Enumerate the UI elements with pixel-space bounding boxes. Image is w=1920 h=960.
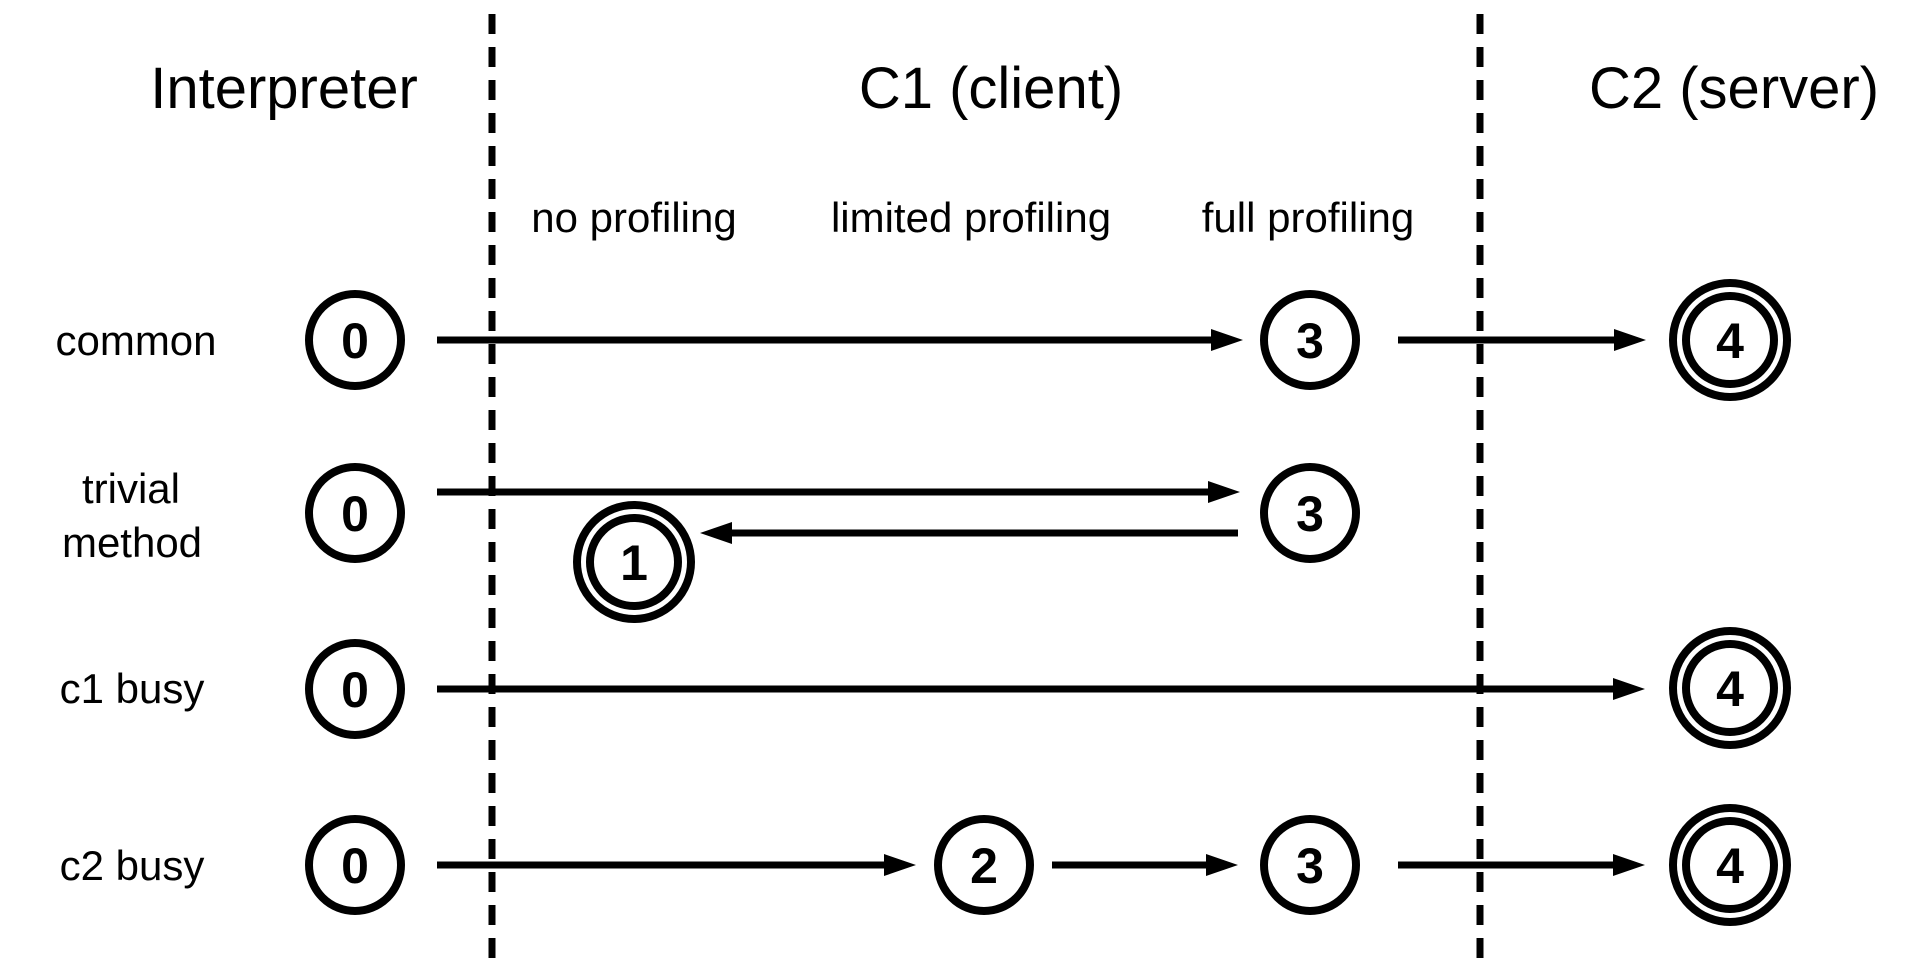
arrow-trivial-3-to-1 <box>700 522 1238 544</box>
state-number: 3 <box>1296 838 1324 894</box>
arrow-c1busy-0-to-4 <box>437 678 1645 700</box>
state-circle <box>305 290 405 390</box>
arrowhead-icon <box>1613 678 1645 700</box>
state-number: 0 <box>341 313 369 369</box>
state-circle <box>586 514 682 610</box>
state-node-common-tier4-final: 4 <box>1669 279 1791 401</box>
state-number: 0 <box>341 486 369 542</box>
state-circle <box>1682 292 1778 388</box>
state-node-c2busy-tier4-final: 4 <box>1669 804 1791 926</box>
state-circle <box>1682 817 1778 913</box>
state-circle <box>934 815 1034 915</box>
state-number: 4 <box>1716 661 1744 717</box>
arrowhead-icon <box>1211 329 1243 351</box>
state-circle <box>1682 640 1778 736</box>
state-number: 3 <box>1296 486 1324 542</box>
arrow-c2busy-3-to-4 <box>1398 854 1645 876</box>
state-number: 0 <box>341 838 369 894</box>
state-number: 3 <box>1296 313 1324 369</box>
state-number: 4 <box>1716 838 1744 894</box>
arrow-c2busy-2-to-3 <box>1052 854 1238 876</box>
state-node-common-tier3: 3 <box>1260 290 1360 390</box>
arrowhead-icon <box>1613 854 1645 876</box>
arrowhead-icon <box>700 522 732 544</box>
state-circle <box>1260 463 1360 563</box>
state-number: 2 <box>970 838 998 894</box>
tier-label-no-profiling: no profiling <box>531 194 736 241</box>
arrow-common-0-to-3 <box>437 329 1243 351</box>
state-circle <box>1260 815 1360 915</box>
row-label-trivial: trivial <box>82 465 180 512</box>
state-number: 4 <box>1716 313 1744 369</box>
state-node-c2busy-tier2: 2 <box>934 815 1034 915</box>
state-node-trivial-tier3: 3 <box>1260 463 1360 563</box>
state-circle <box>305 463 405 563</box>
arrowhead-icon <box>1614 329 1646 351</box>
state-circle <box>305 639 405 739</box>
state-node-c2busy-tier0: 0 <box>305 815 405 915</box>
arrow-trivial-0-to-3 <box>437 481 1240 503</box>
state-circle <box>1260 290 1360 390</box>
state-node-trivial-tier1-final: 1 <box>573 501 695 623</box>
column-header-c1-client: C1 (client) <box>859 56 1123 121</box>
state-number: 1 <box>620 535 648 591</box>
state-circle <box>305 815 405 915</box>
state-node-c1busy-tier0: 0 <box>305 639 405 739</box>
arrowhead-icon <box>1208 481 1240 503</box>
state-node-common-tier0: 0 <box>305 290 405 390</box>
state-number: 0 <box>341 662 369 718</box>
row-label-method: method <box>62 519 202 566</box>
arrowhead-icon <box>1206 854 1238 876</box>
row-label-c2-busy: c2 busy <box>60 842 205 889</box>
row-label-common: common <box>55 317 216 364</box>
column-header-interpreter: Interpreter <box>150 56 418 121</box>
arrow-c2busy-0-to-2 <box>437 854 916 876</box>
state-node-trivial-tier0: 0 <box>305 463 405 563</box>
arrow-common-3-to-4 <box>1398 329 1646 351</box>
tier-label-limited-profiling: limited profiling <box>831 194 1111 241</box>
state-node-c1busy-tier4-final: 4 <box>1669 627 1791 749</box>
column-header-c2-server: C2 (server) <box>1589 56 1879 121</box>
state-node-c2busy-tier3: 3 <box>1260 815 1360 915</box>
row-label-c1-busy: c1 busy <box>60 665 205 712</box>
tier-label-full-profiling: full profiling <box>1202 194 1414 241</box>
arrowhead-icon <box>884 854 916 876</box>
